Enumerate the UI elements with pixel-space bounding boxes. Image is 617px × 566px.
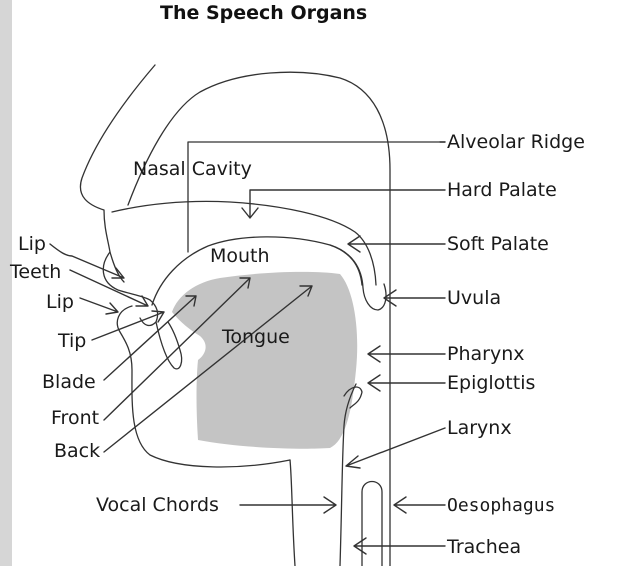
vocal-chords-label: Vocal Chords — [96, 494, 219, 516]
uvula-label: Uvula — [447, 287, 501, 309]
lip-lower-leader — [79, 297, 119, 315]
hard-palate-leader — [241, 189, 446, 219]
back-label: Back — [54, 440, 100, 462]
vocal-chords-leader — [239, 496, 337, 514]
lip-upper-label: Lip — [18, 233, 46, 255]
lip-lower-label: Lip — [46, 291, 74, 313]
pharynx-front-wall — [339, 383, 357, 566]
tongue-label: Tongue — [221, 326, 290, 348]
trachea-label: Trachea — [446, 536, 521, 558]
left-leaders — [49, 243, 313, 453]
nasal-floor-line — [111, 200, 377, 286]
oesophagus-leader — [393, 496, 446, 514]
teeth-label: Teeth — [9, 261, 61, 283]
soft-palate-line — [329, 244, 387, 311]
teeth-leader — [69, 269, 149, 307]
epiglottis-outline — [343, 386, 363, 409]
upper-lip-outline — [102, 251, 151, 301]
tip-label: Tip — [57, 330, 86, 352]
larynx-front-wall — [289, 459, 296, 566]
blade-leader — [103, 295, 197, 381]
larynx-leader — [345, 427, 446, 469]
epiglottis-label: Epiglottis — [447, 372, 535, 394]
hard-palate-label: Hard Palate — [447, 179, 557, 201]
nasal-cavity-label: Nasal Cavity — [133, 158, 252, 180]
lower-lip-outline — [116, 305, 291, 468]
front-label: Front — [51, 407, 99, 429]
face-outline — [79, 64, 156, 283]
diagram-title: The Speech Organs — [160, 2, 367, 24]
nasal-cavity-outer-wall — [127, 71, 391, 566]
oesophagus-label: Oesophagus — [447, 495, 555, 516]
pharynx-label: Pharynx — [447, 343, 524, 365]
alveolar-ridge-line — [187, 141, 446, 253]
right-leaders — [239, 141, 446, 555]
trachea-leader — [353, 537, 446, 555]
mouth-label: Mouth — [210, 245, 270, 267]
larynx-label: Larynx — [447, 417, 512, 439]
scan-edge — [0, 0, 12, 566]
soft-palate-leader — [347, 235, 446, 253]
tongue-shape — [172, 271, 358, 449]
blade-label: Blade — [42, 371, 96, 393]
lower-teeth-outline — [155, 321, 183, 370]
tip-leader — [91, 310, 165, 341]
front-leader — [103, 277, 251, 421]
back-leader — [103, 285, 313, 453]
uvula-leader — [383, 289, 446, 307]
alveolar-ridge-label: Alveolar Ridge — [447, 131, 585, 153]
epiglottis-leader — [367, 374, 446, 392]
soft-palate-label: Soft Palate — [447, 233, 549, 255]
oesophagus-tube — [361, 480, 383, 566]
pharynx-leader — [367, 345, 446, 363]
lip-upper-leader — [49, 243, 125, 279]
